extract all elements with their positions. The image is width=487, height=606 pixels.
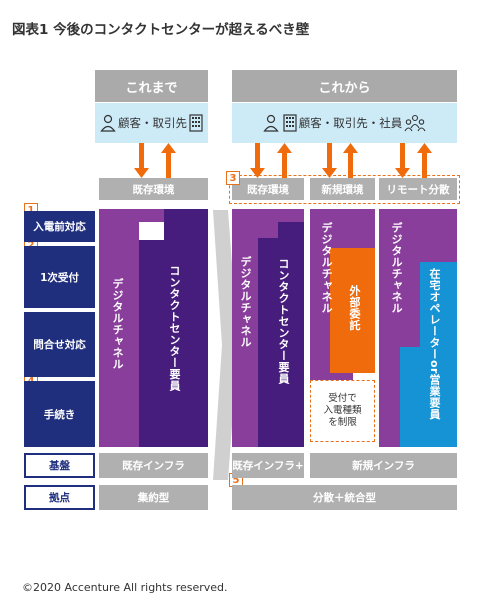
contact-center-after <box>258 222 304 447</box>
home-operator-label: 在宅オペレーターor営業要員 <box>428 268 441 420</box>
transition-chevron <box>213 210 238 480</box>
infra-after-new: 新規インフラ <box>310 453 457 478</box>
copyright: ©2020 Accenture All rights reserved. <box>22 581 228 594</box>
env-after-remote: リモート分散 <box>379 178 457 200</box>
infra-after-existing: 既存インフラ+ <box>232 453 304 478</box>
digital-channel-after-existing-label: デジタルチャネル <box>239 256 252 348</box>
bidirectional-arrow-remote <box>395 143 432 178</box>
people-group-icon <box>404 114 426 132</box>
site-after: 分散＋統合型 <box>232 485 457 510</box>
customers-before-label: 顧客・取引先 <box>118 116 187 130</box>
customers-before-box: 顧客・取引先 <box>95 103 208 143</box>
stage-base: 基盤 <box>24 453 95 478</box>
contact-center-after-label: コンタクトセンター要員 <box>277 258 290 385</box>
env-after-frame <box>229 175 460 204</box>
bidirectional-arrow-before <box>134 143 176 178</box>
restriction-note-line2: 入電種類 <box>323 405 362 416</box>
home-operator-block <box>400 262 457 447</box>
restriction-note: 受付で 入電種類 を制限 <box>310 380 375 442</box>
digital-channel-after-remote-label: デジタルチャネル <box>390 222 403 314</box>
site-before: 集約型 <box>99 485 208 510</box>
stage-pre-call: 入電前対応 <box>24 211 95 242</box>
digital-channel-after-new-label: デジタルチャネル <box>320 222 333 314</box>
contact-center-before-label: コンタクトセンター要員 <box>168 265 181 392</box>
bidirectional-arrow-new <box>322 143 358 178</box>
restriction-note-line3: を制限 <box>328 417 357 428</box>
figure-title: 図表1 今後のコンタクトセンターが超えるべき壁 <box>12 22 310 38</box>
person-icon <box>100 114 116 132</box>
env-before: 既存環境 <box>99 178 208 200</box>
header-after: これから <box>232 70 457 102</box>
digital-channel-before <box>99 209 164 447</box>
infra-before: 既存インフラ <box>99 453 208 478</box>
contact-center-before <box>139 209 208 447</box>
restriction-note-line1: 受付で <box>328 393 357 404</box>
env-after-new: 新規環境 <box>310 178 375 200</box>
digital-channel-after-existing <box>232 209 304 447</box>
badge-3: 3 <box>226 171 240 185</box>
bidirectional-arrow-existing <box>250 143 292 178</box>
customers-after-box: 顧客・取引先・社員 <box>232 103 457 143</box>
stage-inquiry: 問合せ対応 <box>24 312 95 377</box>
building-icon <box>283 114 297 132</box>
building-icon <box>189 114 203 132</box>
digital-channel-before-label: デジタルチャネル <box>111 278 124 370</box>
customers-after-label: 顧客・取引先・社員 <box>298 116 403 130</box>
digital-channel-after-remote <box>379 209 457 447</box>
header-before: これまで <box>95 70 208 102</box>
env-after-existing: 既存環境 <box>232 178 304 200</box>
person-icon <box>263 114 279 132</box>
stage-procedure: 手続き <box>24 381 95 447</box>
stage-first-reception: 1次受付 <box>24 246 95 308</box>
outsourcing-block <box>330 248 375 373</box>
outsourcing-label: 外部委託 <box>348 285 361 331</box>
stage-site: 拠点 <box>24 485 95 510</box>
